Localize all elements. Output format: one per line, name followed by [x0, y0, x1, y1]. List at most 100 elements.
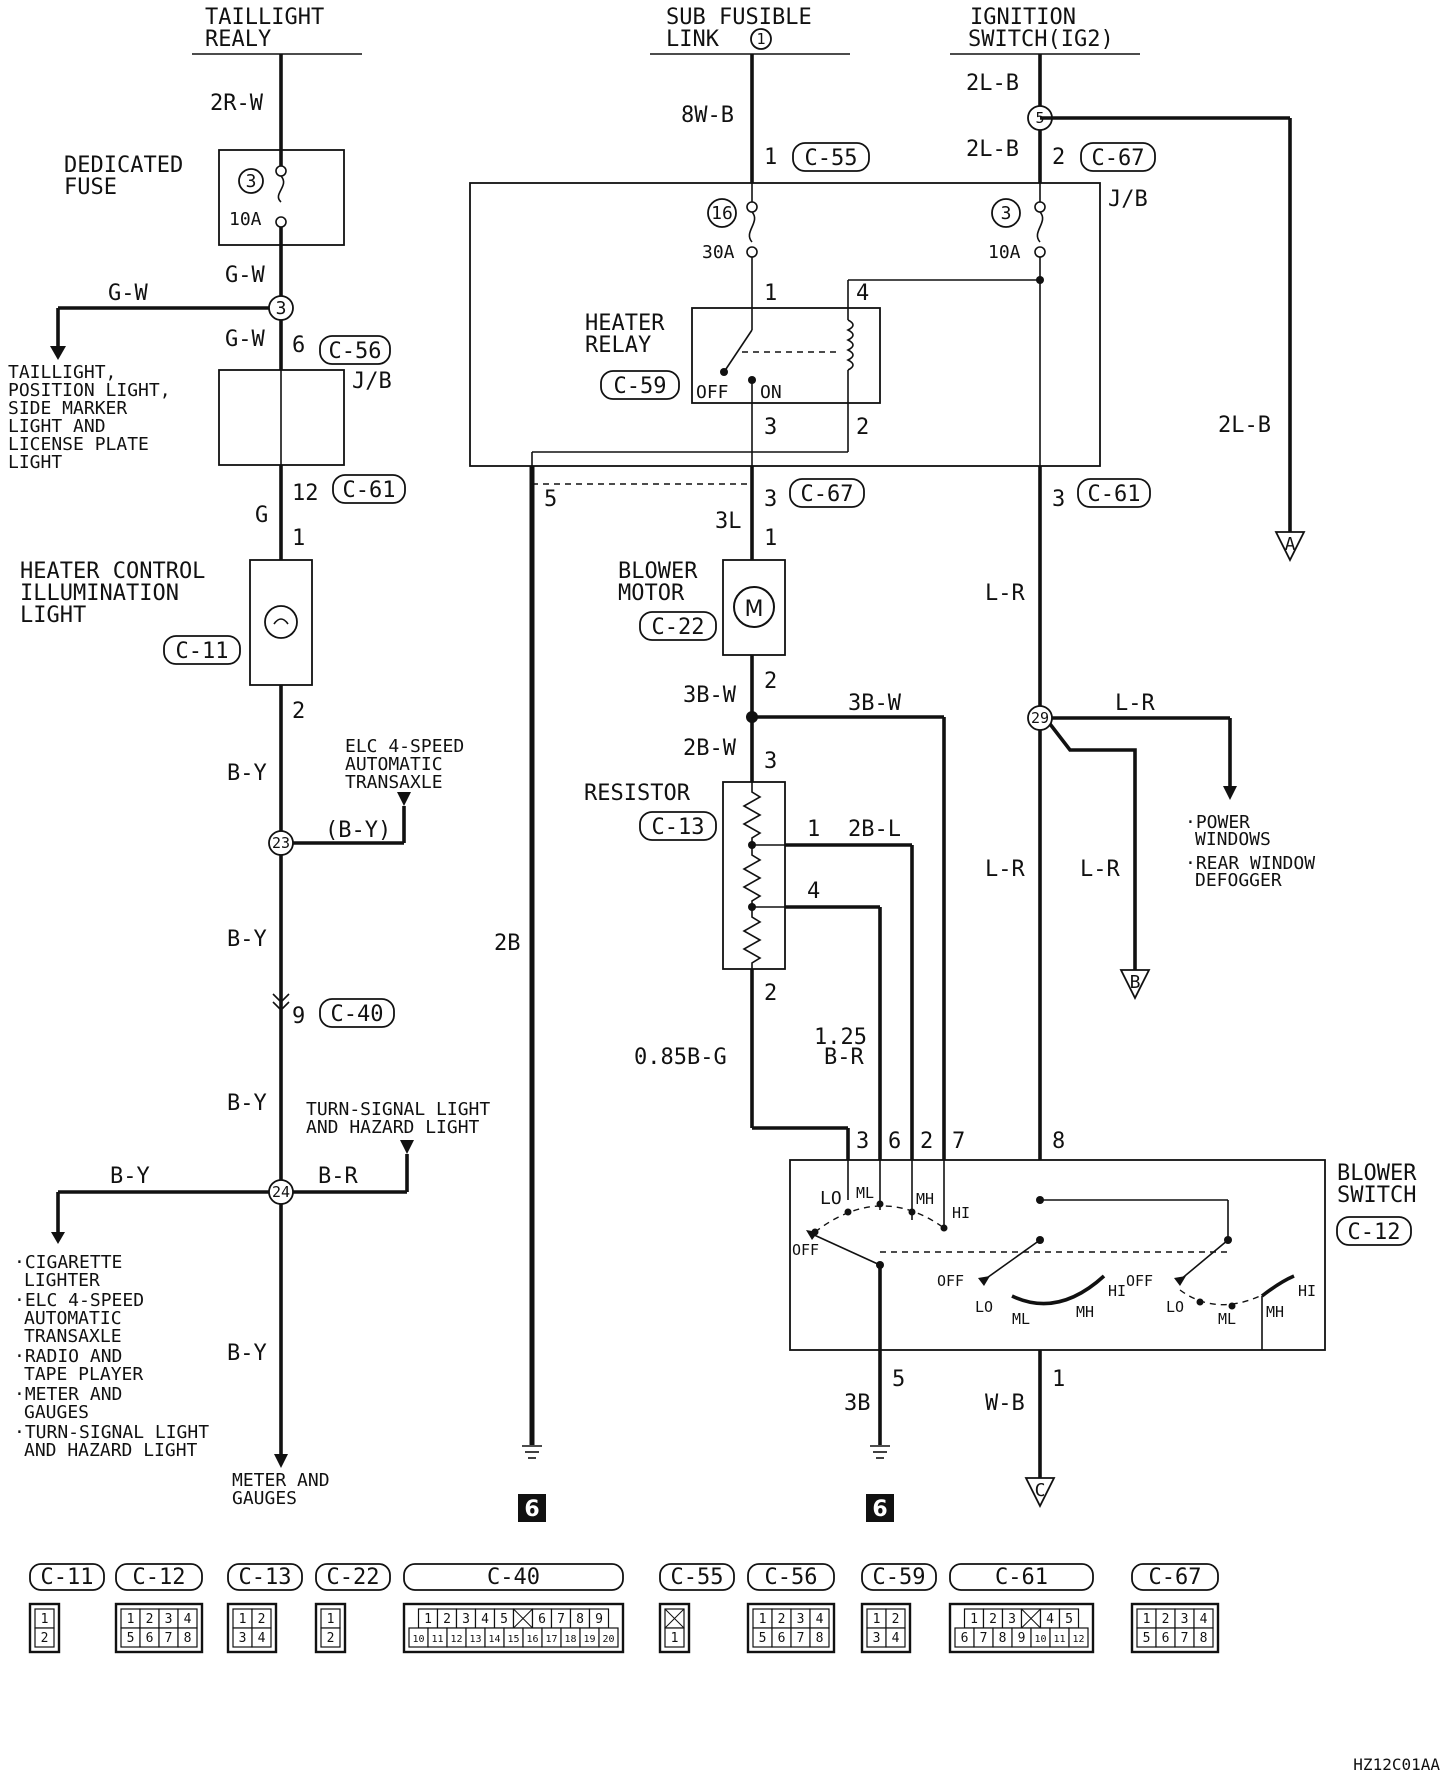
wire-2bw-label: 2B-W — [683, 736, 737, 761]
c56-label: C-56 — [329, 339, 382, 364]
connector-table-name: C-59 — [873, 1565, 926, 1590]
fuse-rating: 10A — [229, 209, 262, 230]
wire-2lb-label-1: 2L-B — [966, 71, 1019, 96]
c40-connector-mark — [272, 993, 290, 1012]
taillight-dest-4: LIGHT AND — [8, 416, 106, 437]
heater-light-label-3: LIGHT — [20, 603, 86, 628]
connector-pin-cell — [177, 1627, 198, 1648]
connector-pin-number: 4 — [184, 1612, 192, 1627]
connector-pin-number: 1 — [970, 1612, 978, 1627]
connector-pin-number: 15 — [507, 1634, 519, 1645]
fuse16-terminal-bottom — [746, 246, 758, 258]
wire-gw-label-3: G-W — [225, 327, 265, 352]
lr-circuit: 3 C-61 L-R 29 L-R ·POWER WINDOWS ·REAR W… — [985, 466, 1315, 1160]
connector-pin-number: 7 — [980, 1631, 988, 1646]
connector-pin-number: 5 — [500, 1612, 508, 1627]
fuse-terminal-bottom — [275, 216, 287, 228]
sw3-lo-point — [1196, 1298, 1204, 1306]
left-dest-1a: ·CIGARETTE — [14, 1252, 122, 1273]
left-dest-2c: TRANSAXLE — [24, 1326, 122, 1347]
fuse16-num-ring — [707, 198, 737, 228]
connector-pin-number: 2 — [1162, 1612, 1170, 1627]
sw2-wiper-arrow — [978, 1276, 990, 1286]
connector-housing — [114, 1602, 204, 1654]
connector-pin-number: 5 — [1143, 1631, 1151, 1646]
connector-pin-number: 9 — [1018, 1631, 1026, 1646]
sub-fusible-link-num-ring — [750, 28, 772, 50]
sw1-wiper — [811, 1233, 881, 1266]
connector-pin-number: 1 — [759, 1612, 767, 1627]
connector-pin-number: 4 — [892, 1631, 900, 1646]
wire-by-label-1: B-Y — [227, 761, 267, 786]
connector-pin-cell — [34, 1627, 55, 1648]
resistor-pin-2: 2 — [764, 981, 777, 1006]
connector-blank-pin — [664, 1608, 685, 1629]
c40-label: C-40 — [331, 1002, 384, 1027]
sw3-off: OFF — [1126, 1272, 1153, 1290]
wire-lr-label-1: L-R — [985, 581, 1025, 606]
c22-label: C-22 — [652, 615, 705, 640]
junction-29-num: 29 — [1031, 709, 1049, 727]
connector-table-tag — [1131, 1563, 1219, 1591]
c55-label: C-55 — [805, 146, 858, 171]
c59-label: C-59 — [614, 374, 667, 399]
connector-table-name: C-22 — [327, 1565, 380, 1590]
arrow-c-icon — [1024, 1477, 1056, 1509]
sw1-lo-point — [844, 1208, 852, 1216]
wire-125br-label: B-R — [824, 1045, 864, 1070]
ground-2b-circuit: 5 2B 6 — [494, 452, 752, 1522]
connector-pin-number: 3 — [1008, 1612, 1016, 1627]
power-dest-1b: WINDOWS — [1195, 829, 1271, 850]
fuse16-rating: 30A — [702, 242, 735, 263]
connector-pin-number: 20 — [602, 1634, 614, 1645]
connector-pin-number: 8 — [576, 1612, 584, 1627]
wire-2bl-label: 2B-L — [848, 817, 901, 842]
connector-pin-number: 8 — [999, 1631, 1007, 1646]
jb-main-label: J/B — [1108, 187, 1148, 212]
c11-tag — [163, 635, 241, 665]
connector-table-tag — [115, 1563, 203, 1591]
c67-top-label: C-67 — [1092, 146, 1145, 171]
connector-pin-number: 6 — [961, 1631, 969, 1646]
c12-label: C-12 — [1348, 1220, 1401, 1245]
connector-blank-pin — [513, 1608, 533, 1629]
sw2-wiper — [983, 1239, 1041, 1281]
connector-pin-number: 10 — [1034, 1634, 1046, 1645]
heater-light-label-1: HEATER CONTROL — [20, 559, 205, 584]
pin-12-c61: 12 — [292, 481, 319, 506]
fuse-element — [277, 175, 285, 203]
connector-pin-number: 4 — [816, 1612, 824, 1627]
sw2-contact-arc — [1011, 1274, 1106, 1306]
wire-by-label-2: B-Y — [227, 927, 267, 952]
sw3-wiper — [1179, 1239, 1229, 1281]
connector-pin-number: 14 — [488, 1634, 500, 1645]
junction-23 — [268, 830, 294, 856]
sw2-off: OFF — [937, 1272, 964, 1290]
sw1-ml-point — [876, 1200, 884, 1208]
sub-fusible-link-label-2: LINK — [666, 27, 720, 52]
fuse-num-ring — [238, 168, 264, 194]
connector-pin-number: 7 — [797, 1631, 805, 1646]
connector-table-name: C-13 — [239, 1565, 292, 1590]
connector-pin-number: 12 — [450, 1634, 462, 1645]
pin-9-c40: 9 — [292, 1004, 305, 1029]
c11-label: C-11 — [176, 639, 229, 664]
arrow-c-label: C — [1035, 1480, 1046, 1501]
taillight-dest-1: TAILLIGHT, — [8, 362, 116, 383]
sw1-ml: ML — [856, 1184, 874, 1202]
taillight-dest-2: POSITION LIGHT, — [8, 380, 171, 401]
connector-table-tag — [747, 1563, 835, 1591]
c13-label: C-13 — [652, 815, 705, 840]
wire-by-label-3: B-Y — [227, 1091, 267, 1116]
connector-pin-number: 3 — [873, 1631, 881, 1646]
relay-contact — [723, 329, 753, 373]
connector-housing — [28, 1602, 61, 1654]
switch-pin-6: 6 — [888, 1129, 901, 1154]
left-dest-4a: ·METER AND — [14, 1384, 122, 1405]
center-jb: J/B 8W-B 1 C-55 16 30A 1 HEATER RELAY C-… — [469, 54, 1306, 563]
